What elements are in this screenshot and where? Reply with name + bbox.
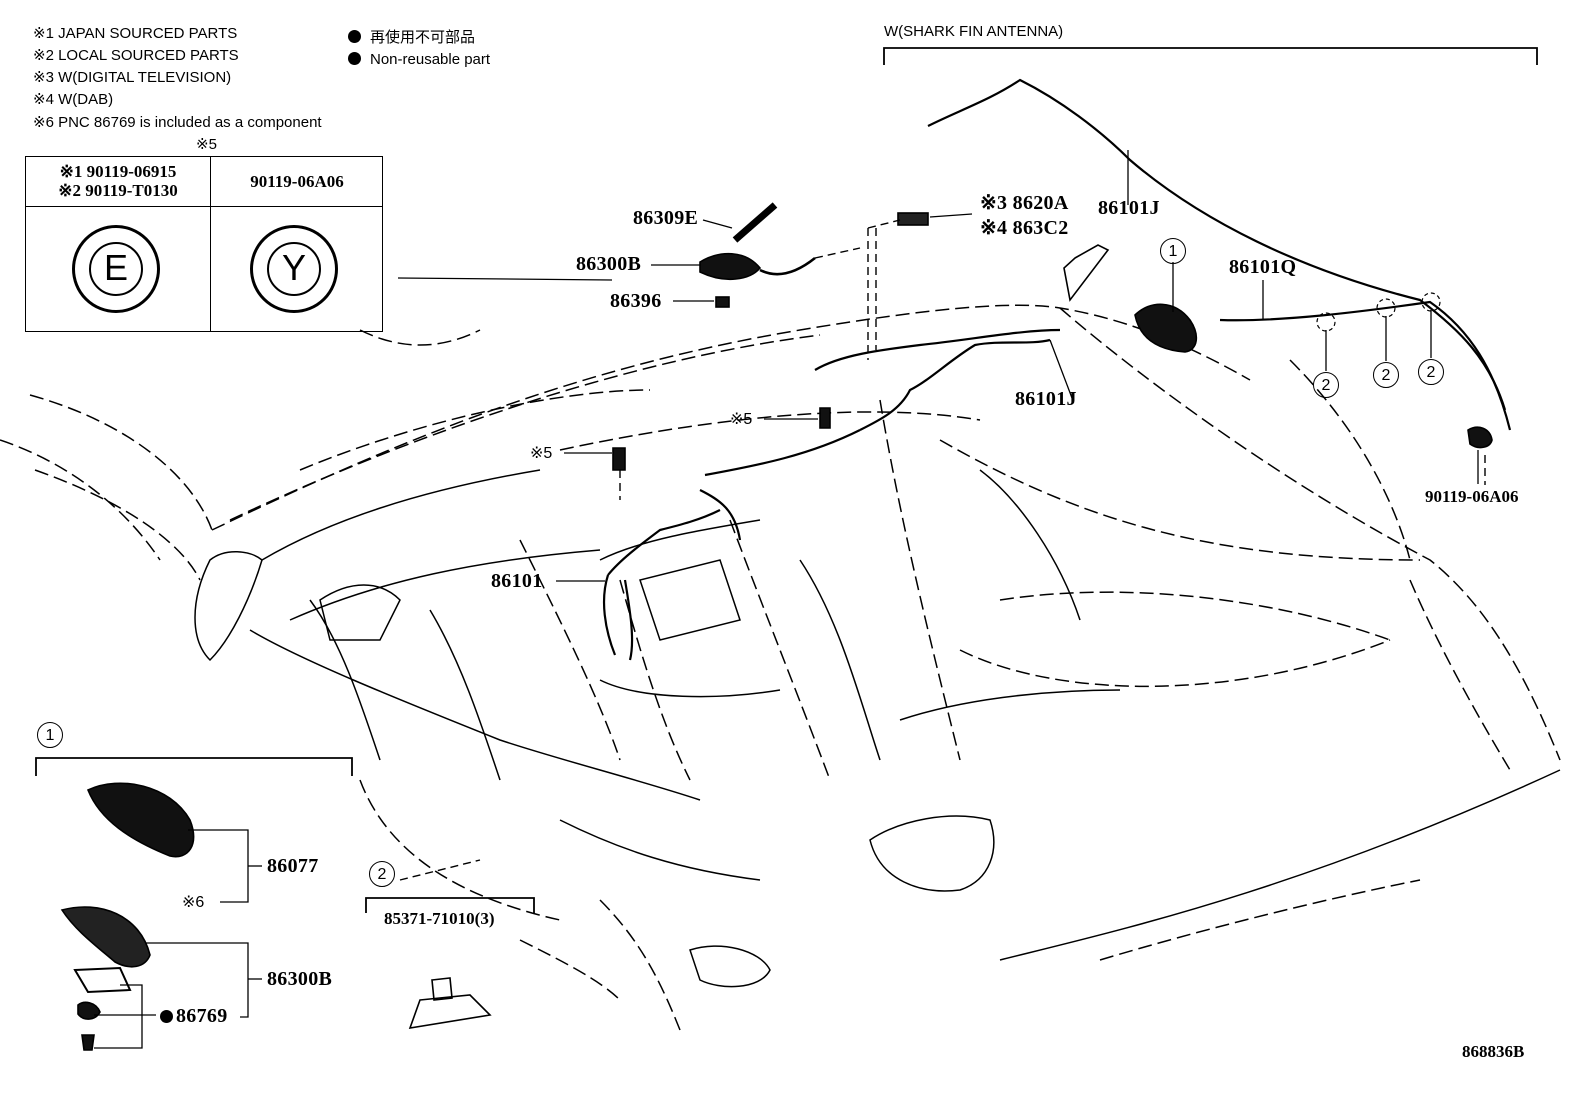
legend-non-reusable-en: Non-reusable part	[348, 51, 490, 68]
nut-y-icon: Y	[250, 225, 338, 313]
part-86300B-bottom: 86300B	[267, 968, 333, 990]
part-8620A: ※3 8620A	[980, 192, 1069, 214]
nut-y-symbol: Y	[267, 242, 321, 296]
callout-2-clip-inset: 2	[369, 861, 395, 887]
nut-e-symbol: E	[89, 242, 143, 296]
ref-6: ※6	[182, 894, 205, 911]
part-863C2: ※4 863C2	[980, 217, 1069, 239]
vehicle-body-lines	[194, 469, 1561, 988]
callout-2-clip-b: 2	[1373, 362, 1399, 388]
note-dab: ※4 W(DAB)	[33, 91, 114, 108]
vehicle-roof-outline	[0, 304, 1561, 1031]
part-86077: 86077	[267, 855, 319, 877]
part-86769: 86769	[160, 1005, 228, 1028]
fastener-table-divider-h	[26, 206, 382, 207]
fastener-right-header: 90119-06A06	[250, 172, 344, 191]
fastener-left-header: ※1 90119-06915 ※2 90119-T0130	[58, 162, 178, 200]
fastener-table: ※1 90119-06915 ※2 90119-T0130 90119-06A0…	[25, 156, 383, 332]
callout-2-clip-a: 2	[1313, 372, 1339, 398]
note-pnc-component: ※6 PNC 86769 is included as a component	[33, 114, 322, 131]
shark-fin-antenna-title: W(SHARK FIN ANTENNA)	[884, 23, 1064, 40]
note-japan-sourced: ※1 JAPAN SOURCED PARTS	[33, 25, 238, 42]
part-86396: 86396	[610, 290, 662, 312]
part-86101: 86101	[491, 570, 543, 592]
non-reusable-dot-icon	[348, 30, 361, 43]
callout-2-clip-c: 2	[1418, 359, 1444, 385]
shark-fin-bracket	[883, 47, 1538, 65]
ref-5-upper: ※5	[730, 411, 753, 428]
part-90119-06A06: 90119-06A06	[1425, 487, 1519, 506]
part-86101J-top: 86101J	[1098, 197, 1160, 219]
note-digital-tv: ※3 W(DIGITAL TELEVISION)	[33, 69, 232, 86]
harness-clip-points	[1316, 292, 1441, 332]
note-local-sourced: ※2 LOCAL SOURCED PARTS	[33, 47, 239, 64]
part-86309E: 86309E	[633, 207, 699, 229]
diagram-id: 868836B	[1462, 1042, 1525, 1061]
legend-non-reusable-jp: 再使用不可部品	[348, 26, 475, 47]
part-86300B-top: 86300B	[576, 253, 642, 275]
part-85371-71010: 85371-71010(3)	[384, 909, 495, 928]
solid-leaders	[35, 150, 1479, 1049]
fastener-table-divider-v	[210, 157, 211, 331]
antenna-harness	[602, 78, 1512, 661]
callout-1-shark-fin: 1	[1160, 238, 1186, 264]
non-reusable-dot-icon	[160, 1010, 173, 1023]
part-86101Q: 86101Q	[1229, 256, 1297, 278]
components	[60, 202, 1493, 1051]
callout-1-inset: 1	[37, 722, 63, 748]
nut-e-icon: E	[72, 225, 160, 313]
non-reusable-dot-icon	[348, 52, 361, 65]
leader-fastener-table	[397, 277, 613, 281]
ref-5-lower: ※5	[530, 445, 553, 462]
fastener-table-marker: ※5	[196, 136, 217, 153]
part-86101J-mid: 86101J	[1015, 388, 1077, 410]
dashed-leaders	[399, 219, 1486, 881]
